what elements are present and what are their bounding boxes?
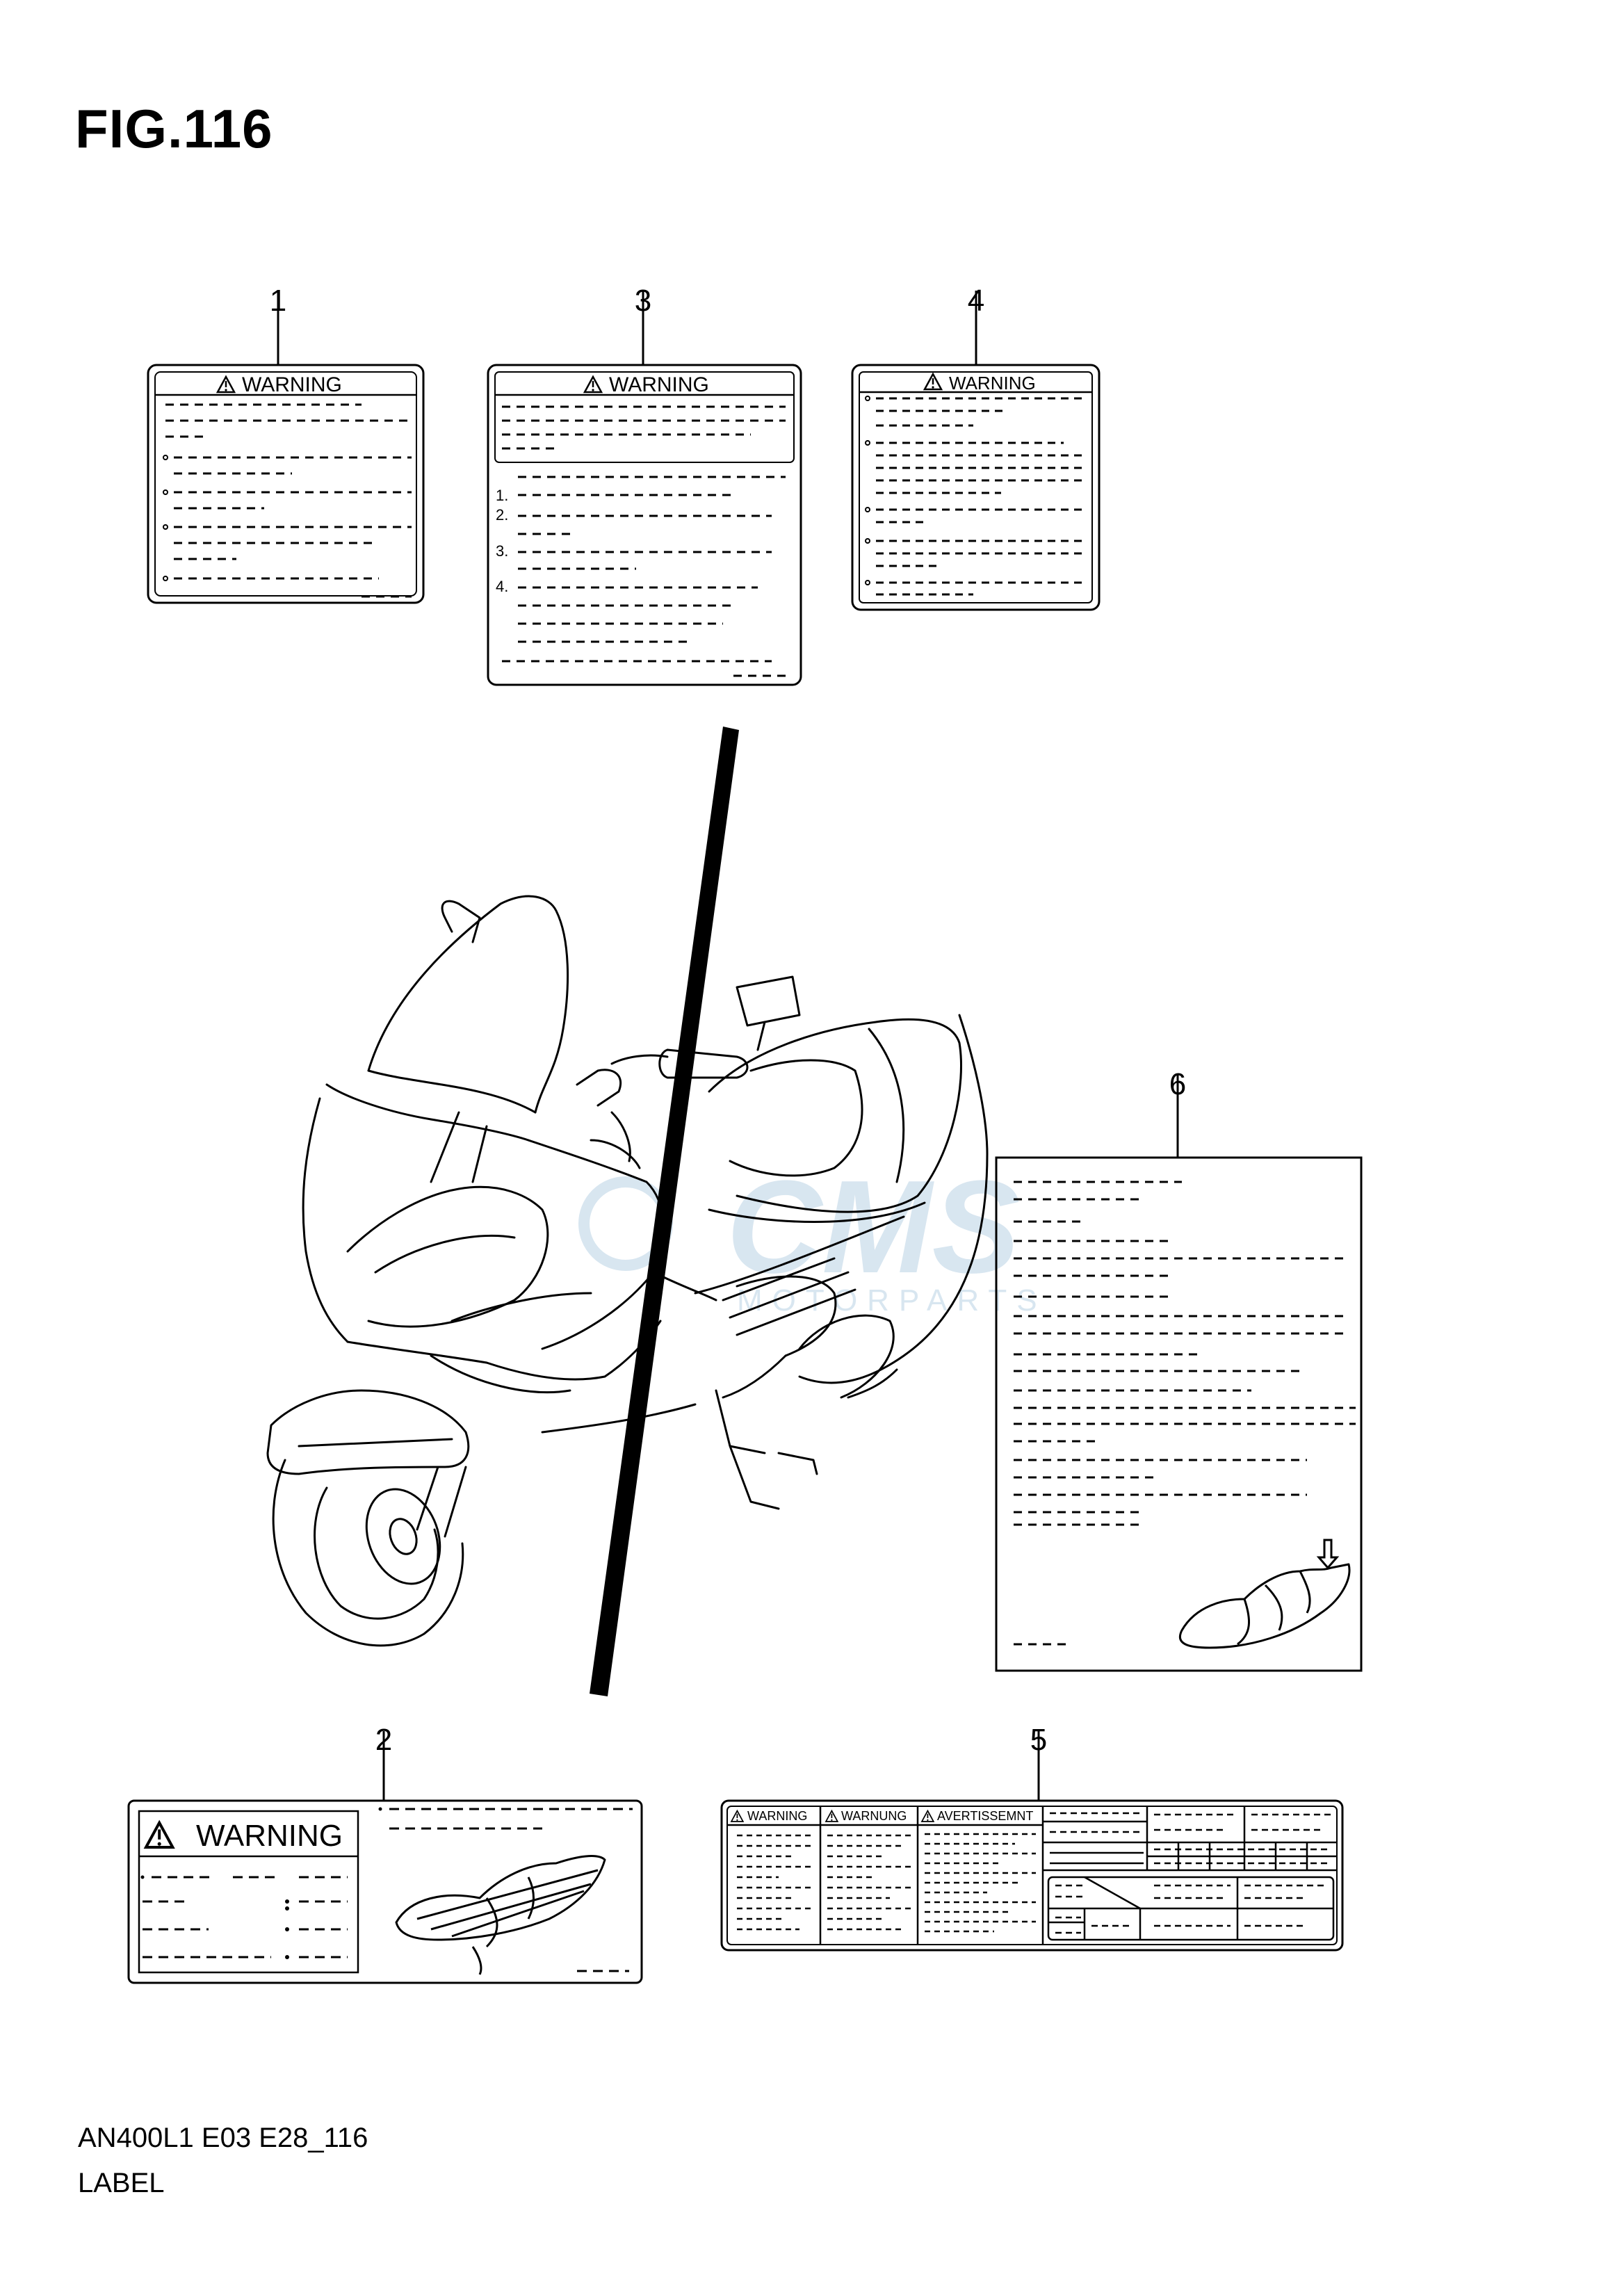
label-5-warning: WARNING [747, 1809, 807, 1823]
label-5: WARNING WARNUNG AVERTISSEMNT [720, 1799, 1344, 1952]
seat-icon [1179, 1563, 1351, 1649]
label-5-warnung: WARNUNG [841, 1809, 907, 1823]
label-3-num-3: 3. [496, 542, 508, 560]
label-4-warning: WARNING [949, 373, 1036, 394]
label-4: WARNING [851, 364, 1101, 611]
label-1-warning: WARNING [242, 373, 342, 396]
label-3-num-2: 2. [496, 506, 508, 524]
watermark-main: CMS [726, 1153, 1020, 1301]
figure-section: LABEL [78, 2168, 165, 2198]
label-3: WARNING 1. 2. 3. 4. [487, 364, 802, 686]
label-2-seat-icon [395, 1855, 606, 1975]
figure-code: AN400L1 E03 E28_116 [78, 2123, 368, 2153]
arrow-down-icon [1316, 1539, 1340, 1570]
scooter-illustration [266, 895, 989, 1647]
figure-title: FIG.116 [75, 98, 273, 159]
watermark-sub: MOTORPARTS [737, 1283, 1047, 1317]
label-3-num-4: 4. [496, 578, 508, 595]
label-1: WARNING [147, 364, 425, 604]
label-6 [995, 1156, 1363, 1672]
label-3-num-1: 1. [496, 487, 508, 504]
slash-mark [590, 727, 739, 1696]
label-5-avertissement: AVERTISSEMNT [937, 1809, 1033, 1823]
label-3-warning: WARNING [609, 373, 709, 396]
label-2: WARNING [127, 1799, 643, 1984]
label-2-warning: WARNING [196, 1819, 343, 1853]
watermark: CMS MOTORPARTS [578, 1153, 1047, 1317]
